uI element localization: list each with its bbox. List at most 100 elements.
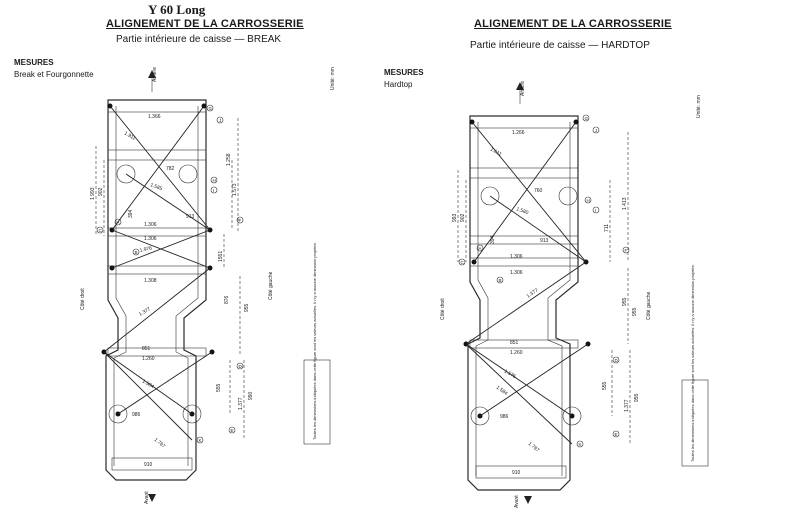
- svg-text:J: J: [595, 128, 597, 133]
- svg-text:I: I: [595, 208, 596, 213]
- left-front-arrow-icon: [148, 70, 156, 78]
- right-side-right-label: Côté droit: [440, 298, 446, 320]
- left-dim-1: 1.258: [226, 153, 232, 166]
- svg-text:D: D: [615, 358, 619, 363]
- right-point-letters: A B C D E F G H I J K: [458, 114, 630, 448]
- right-diagonal-4: 1.576: [503, 369, 517, 381]
- left-note-text: Toutes les dimensions indiquées dans cet…: [312, 242, 317, 440]
- right-chassis: Arrière: [457, 81, 631, 491]
- svg-text:D: D: [239, 364, 243, 369]
- right-width-4: 1.306: [510, 270, 523, 276]
- left-front-label: Arrière: [152, 67, 158, 82]
- right-dim-2: 711: [604, 224, 610, 232]
- left-sheet-subtitle: Partie intérieure de caisse — BREAK: [116, 34, 282, 45]
- svg-text:A: A: [479, 246, 482, 251]
- left-width-1: 1.366: [148, 114, 161, 120]
- left-width-5: 1.308: [144, 278, 157, 284]
- left-width-8: 986: [132, 412, 141, 418]
- right-dim-5: 555: [602, 381, 608, 390]
- right-vertical-4: 955: [634, 393, 640, 402]
- left-diagonal-4: 1.976: [139, 245, 153, 254]
- svg-text:A: A: [117, 220, 120, 225]
- right-vertical-3: 955: [632, 307, 638, 316]
- right-note-text: Toutes les dimensions indiquées dans cet…: [690, 264, 695, 462]
- left-dim-8: 1.377: [238, 397, 244, 410]
- right-diagonal-3: 1.377: [526, 287, 540, 299]
- document-title: Y 60 Long: [148, 2, 206, 17]
- right-diagonal-5: 1.584: [495, 385, 509, 397]
- right-crossmember-1: [469, 115, 579, 129]
- right-width-7: 986: [500, 414, 509, 420]
- svg-text:H: H: [587, 198, 590, 203]
- svg-text:B: B: [499, 278, 502, 283]
- right-width-3: 1.306: [510, 254, 523, 260]
- left-dim-5: 1551: [218, 251, 224, 262]
- right-vertical-2: 902: [460, 213, 466, 222]
- left-diagonal-5: 1.584: [141, 379, 155, 391]
- right-front-arrow-icon: [516, 82, 524, 90]
- left-width-3: 1.306: [144, 222, 157, 228]
- left-point-letters: A B C D E F G H I J K: [96, 104, 244, 444]
- left-vertical-2: 902: [98, 187, 104, 196]
- right-rear-label: Avant: [514, 495, 520, 508]
- svg-text:E: E: [231, 428, 234, 433]
- left-note-box: [303, 359, 331, 445]
- right-note-box: [681, 379, 709, 467]
- left-dim-3: 913: [186, 214, 195, 220]
- left-mesures-label: MESURES: [14, 58, 54, 67]
- left-sheet-title: ALIGNEMENT DE LA CARROSSERIE: [106, 18, 304, 30]
- left-diagonal-2: 1.585: [149, 182, 163, 192]
- right-width-2: 760: [534, 188, 543, 194]
- left-chassis: Arrière: [95, 67, 245, 481]
- svg-text:G: G: [585, 116, 589, 121]
- right-width-1: 1.266: [512, 130, 525, 136]
- right-rear-arrow-icon: [524, 496, 532, 504]
- svg-text:F: F: [239, 218, 242, 223]
- svg-text:K: K: [579, 442, 582, 447]
- right-diagonal-6: 1.787: [527, 441, 541, 454]
- svg-text:E: E: [615, 432, 618, 437]
- right-sheet-title: ALIGNEMENT DE LA CARROSSERIE: [474, 18, 672, 30]
- right-mesures-label: MESURES: [384, 68, 424, 77]
- left-width-6: 851: [142, 346, 151, 352]
- left-variant-label: Break et Fourgonnette: [14, 70, 94, 79]
- svg-text:H: H: [213, 178, 216, 183]
- right-width-5: 851: [510, 340, 519, 346]
- left-side-right-label: Côté droit: [80, 288, 86, 310]
- right-width-8: 910: [512, 470, 521, 476]
- left-dim-6: 876: [224, 295, 230, 304]
- right-dim-1: 1.413: [622, 197, 628, 210]
- left-diagonal-1: 1.911: [123, 131, 137, 142]
- right-width-6: 1.260: [510, 350, 523, 356]
- left-unit-label: Unité: mm: [330, 67, 336, 90]
- right-side-left-label: Côté gauche: [646, 291, 652, 320]
- svg-text:G: G: [209, 106, 213, 111]
- svg-text:F: F: [625, 248, 628, 253]
- right-dim-4: 394: [490, 235, 496, 244]
- left-width-4: 1.306: [144, 236, 157, 242]
- right-variant-label: Hardtop: [384, 80, 413, 89]
- svg-text:C: C: [99, 228, 103, 233]
- left-width-9: 910: [144, 462, 153, 468]
- right-front-label: Arrière: [520, 81, 526, 96]
- left-side-left-label: Côté gauche: [268, 271, 274, 300]
- right-diagonal-2: 1.580: [515, 206, 529, 216]
- svg-text:K: K: [199, 438, 202, 443]
- left-dim-4: 394: [128, 209, 134, 218]
- svg-text:C: C: [461, 260, 465, 265]
- svg-text:J: J: [219, 118, 221, 123]
- right-dim-3: 913: [540, 238, 549, 244]
- right-sheet-subtitle: Partie intérieure de caisse — HARDTOP: [470, 40, 650, 51]
- right-frame-outline: [467, 115, 579, 491]
- left-rear-label: Avant: [144, 491, 150, 504]
- left-vertical-4: 990: [248, 391, 254, 400]
- left-rear-arrow-icon: [148, 494, 156, 502]
- svg-text:B: B: [135, 250, 138, 255]
- left-diagonal-6: 1.787: [153, 437, 167, 450]
- left-vertical-1: 1 993: [90, 187, 96, 200]
- left-frame-outline: [105, 99, 207, 481]
- svg-text:I: I: [213, 188, 214, 193]
- left-vertical-3: 955: [244, 303, 250, 312]
- right-diagonal-1: 1.611: [489, 147, 503, 158]
